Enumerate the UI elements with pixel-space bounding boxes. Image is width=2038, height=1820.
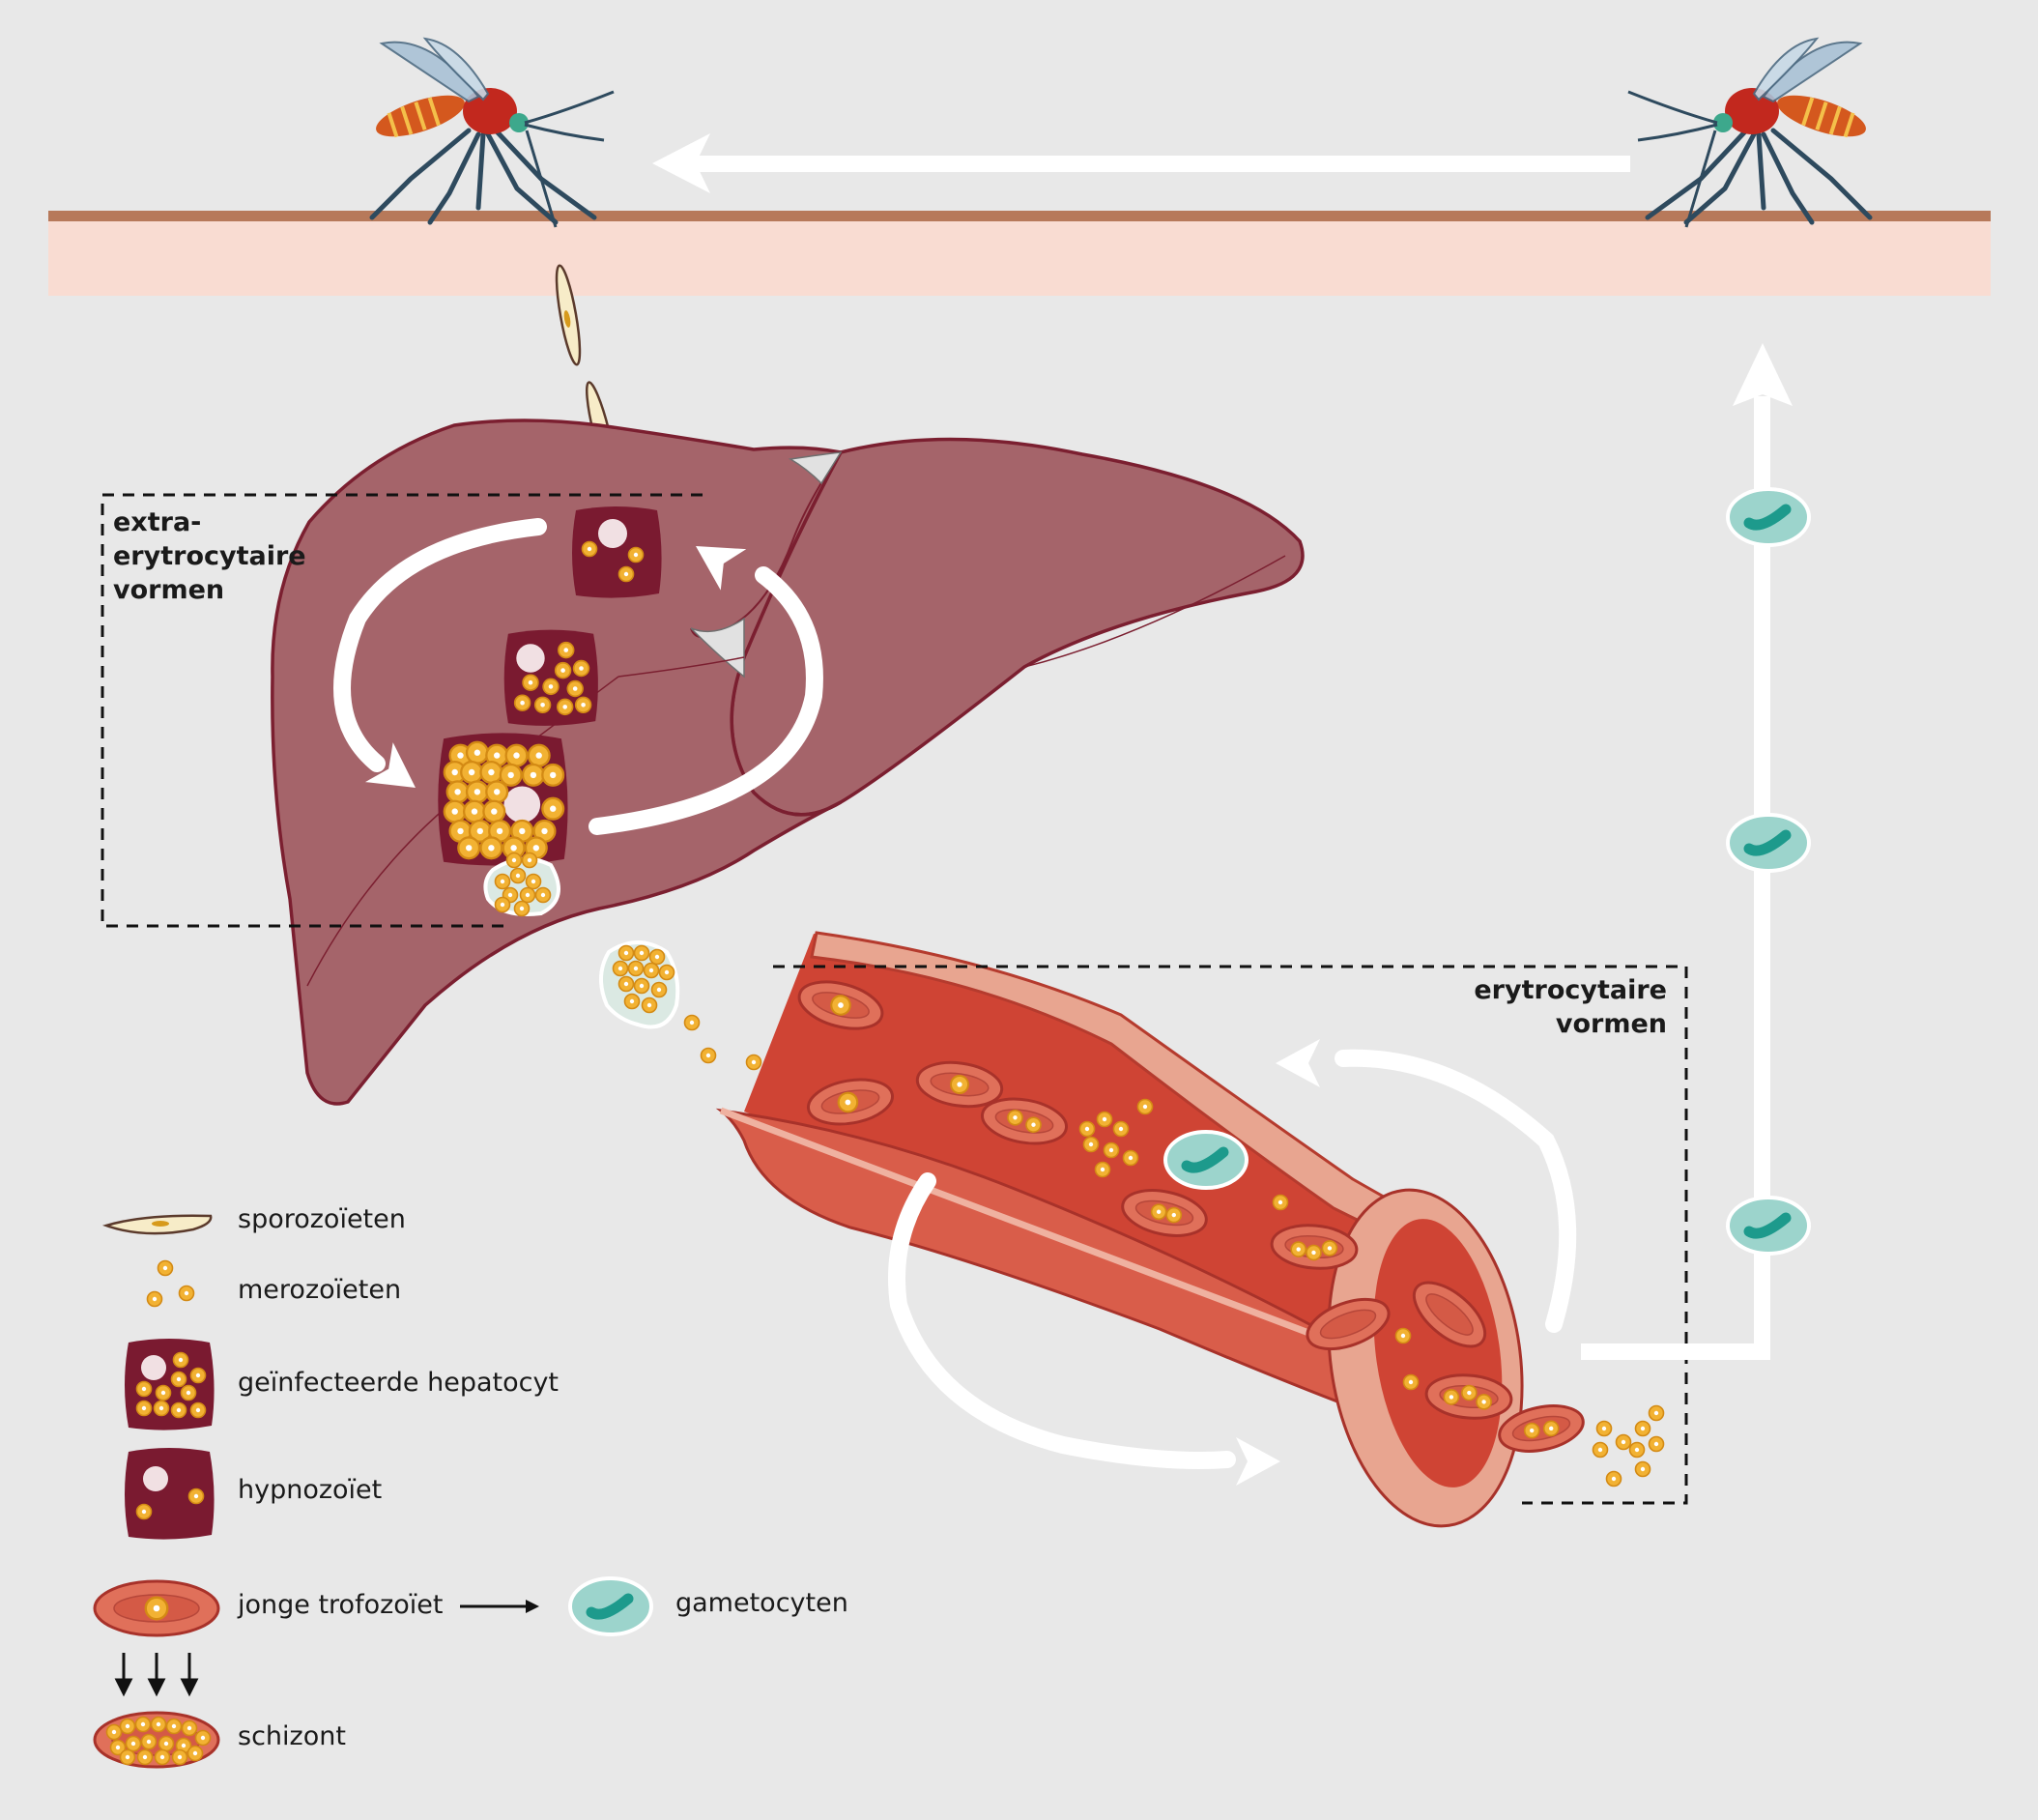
legend-label-infected-hepatocyte: geïnfecteerde hepatocyt (238, 1368, 560, 1398)
legend-merozoite-icon (146, 1259, 195, 1308)
gametocyte-icon (1728, 815, 1809, 871)
legend-label-schizont: schizont (238, 1721, 346, 1751)
legend-sporozoite-icon (101, 1214, 213, 1235)
legend-hypnozoite-icon (125, 1448, 215, 1540)
legend-down-arrows (114, 1653, 199, 1697)
extra-erythrocytic-line2: erytrocytaire (113, 541, 306, 571)
legend-label-gametocytes: gametocyten (675, 1588, 848, 1618)
extra-erythrocytic-box (100, 493, 703, 928)
arrow-gametocytes-to-mosquito (1581, 343, 1793, 1360)
merozoite-cluster-icon (599, 940, 762, 1071)
gametocyte-in-vessel-icon (1165, 1132, 1247, 1188)
released-merozoites (1592, 1404, 1665, 1488)
gametocyte-icon (1728, 1198, 1809, 1254)
hypnozoite-icon (572, 506, 662, 598)
gametocyte-icon (1728, 489, 1809, 545)
blood-cycle-arrows (888, 1039, 1577, 1486)
legend-schizont-icon (93, 1711, 220, 1769)
erythrocytic-box (773, 965, 1688, 1505)
infected-hepatocyte-icon (503, 629, 598, 726)
legend-label-young-trophozoite: jonge trofozoïet (238, 1590, 444, 1620)
extra-erythrocytic-line1: extra- (113, 507, 202, 537)
blood-vessel-icon (715, 931, 1524, 1528)
legend-arrow-icon (460, 1600, 539, 1613)
arrow-mosquito-transfer (652, 133, 1630, 193)
legend-hepatocyte-icon (125, 1339, 215, 1430)
erythrocytic-label: erytrocytaire vormen (1450, 973, 1667, 1041)
mosquito-icon (1628, 39, 1871, 227)
liver-cycle-arrows (333, 518, 823, 835)
legend-gametocyte-icon (570, 1578, 651, 1634)
extra-erythrocytic-label: extra- erytrocytaire vormen (113, 506, 306, 607)
extra-erythrocytic-line3: vormen (113, 575, 225, 605)
schizont-hepatocyte-icon (438, 733, 568, 866)
merosome-icon (483, 852, 560, 917)
legend-label-hypnozoite: hypnozoïet (238, 1475, 383, 1505)
erythrocytic-line1: erytrocytaire (1474, 975, 1667, 1005)
mosquito-icon (371, 39, 614, 227)
legend-label-merozoites: merozoïeten (238, 1275, 402, 1305)
skin-layer (48, 211, 1991, 296)
legend-label-sporozoites: sporozoïeten (238, 1204, 406, 1234)
erythrocytic-line2: vormen (1555, 1009, 1667, 1039)
legend-trophozoite-icon (93, 1579, 220, 1637)
